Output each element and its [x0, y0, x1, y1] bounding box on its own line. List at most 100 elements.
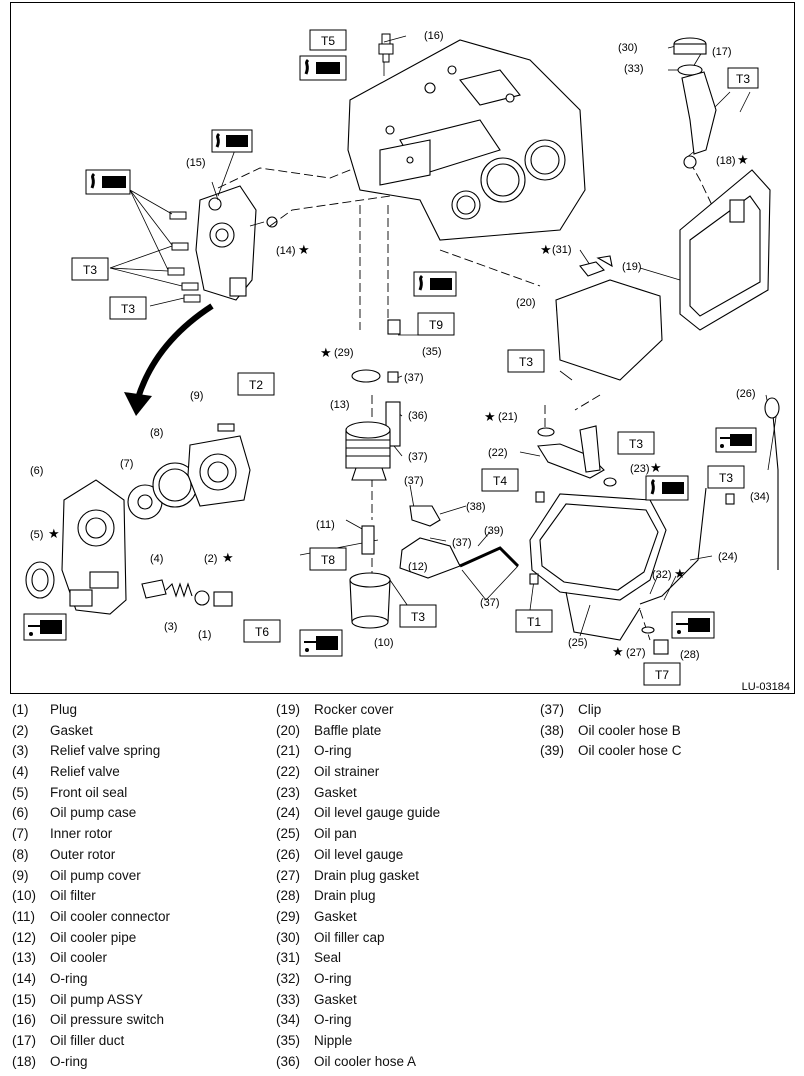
exploded-parts-diagram: T5 T3 T3 T3 T9 T3 T2 T3 T3 T4 T8 T3 T1 T…: [10, 2, 795, 694]
legend-item: (21) O-ring: [276, 741, 536, 762]
legend-item: (18)O-ring: [12, 1052, 272, 1073]
legend-part-name: Oil strainer: [314, 764, 380, 780]
callout-10: (10): [374, 637, 394, 649]
legend-part-name: Plug: [50, 702, 78, 717]
legend-item: (35)Nipple: [276, 1031, 536, 1052]
legend-part-name: Clip: [578, 702, 602, 717]
figure-code: LU-03184: [742, 681, 790, 693]
legend-part-name: O-ring: [314, 743, 352, 759]
legend-part-name: Drain plug gasket: [314, 867, 420, 883]
legend-part-name: Gasket: [50, 722, 93, 738]
callout-6: (6): [30, 465, 43, 477]
legend-part-name: Oil level gauge: [314, 846, 404, 862]
callout-36: (36): [408, 410, 428, 422]
legend-number: (27): [276, 867, 301, 883]
legend-number: (6): [12, 805, 29, 821]
torque-label-t3: T3: [121, 302, 135, 316]
legend-part-name: Oil cooler hose C: [578, 743, 682, 759]
oil-can-icon: [299, 629, 343, 657]
torque-label-t3: T3: [411, 610, 425, 624]
legend-item: (17)Oil filler duct: [12, 1031, 272, 1052]
legend-item: (4)Relief valve: [12, 762, 272, 783]
callout-4: (4): [150, 553, 163, 565]
torque-label-t3: T3: [519, 355, 533, 369]
legend-number: (10): [12, 888, 37, 904]
baffle-plate: [555, 255, 663, 381]
view-arrow: [124, 303, 214, 416]
legend-number: (21): [276, 743, 301, 759]
torque-box-t1: T1: [515, 609, 553, 633]
torque-box-t3-f: T3: [707, 465, 745, 489]
torque-box-t3-a: T3: [727, 67, 759, 89]
legend-number: (37): [540, 702, 565, 717]
callout-32: (32): [652, 569, 672, 581]
legend-number: (38): [540, 722, 565, 738]
torque-label-t8: T8: [321, 553, 335, 567]
torque-label-t1: T1: [527, 615, 541, 629]
legend-number: (2): [12, 722, 29, 738]
legend-item: (24) Oil level gauge guide: [276, 803, 536, 824]
legend-part-name: Relief valve: [50, 764, 120, 780]
legend-item: (33)Gasket: [276, 990, 536, 1011]
star-icon: ★: [674, 566, 686, 581]
legend-number: (16): [12, 1012, 37, 1028]
legend-item: (38)Oil cooler hose B: [540, 721, 800, 742]
oil-cooler-stack: [345, 319, 520, 629]
star-icon: ★: [650, 460, 662, 475]
torque-label-t7: T7: [655, 668, 669, 682]
oil-can-icon: [23, 613, 67, 641]
rocker-cover: [679, 169, 771, 331]
callout-19: (19): [622, 261, 642, 273]
sealant-icon: [299, 55, 347, 81]
torque-box-t9: T9: [417, 312, 455, 336]
callout-37d: (37): [452, 537, 472, 549]
callout-labels: (16) (30) (17) (33) (18) (15) (14) (31) …: [30, 30, 770, 661]
legend-number: (1): [12, 702, 29, 717]
legend-item: (10)Oil filter: [12, 886, 272, 907]
star-icon: ★: [298, 242, 310, 257]
legend-item: (29)Gasket: [276, 907, 536, 928]
callout-1: (1): [198, 629, 211, 641]
diagram-frame: [10, 2, 795, 694]
callout-37c: (37): [404, 475, 424, 487]
legend-item: (9)Oil pump cover: [12, 866, 272, 887]
torque-box-t6: T6: [243, 619, 281, 643]
callout-14: (14): [276, 245, 296, 257]
legend-number: (35): [276, 1033, 301, 1048]
legend-part-name: Oil cooler hose A: [314, 1053, 417, 1069]
callout-37e: (37): [480, 597, 500, 609]
legend-part-name: Oil pump case: [50, 805, 137, 821]
legend-number: (3): [12, 743, 29, 759]
sealant-icon: [413, 271, 457, 297]
callout-12: (12): [408, 561, 428, 573]
legend-number: (24): [276, 805, 301, 821]
legend-number: (30): [276, 929, 301, 945]
legend-item: (11)Oil cooler connector: [12, 907, 272, 928]
callout-39: (39): [484, 525, 504, 537]
legend-part-name: Outer rotor: [50, 846, 116, 862]
oil-pump-exploded: [25, 423, 251, 615]
torque-label-t3: T3: [719, 471, 733, 485]
torque-box-t3-g: T3: [399, 604, 437, 628]
legend-number: (18): [12, 1053, 37, 1069]
legend-part-name: Drain plug: [314, 888, 376, 904]
callout-23: (23): [630, 463, 650, 475]
torque-box-t7: T7: [643, 662, 681, 686]
legend-item: (26)Oil level gauge: [276, 845, 536, 866]
legend-part-name: Oil pan: [314, 826, 357, 842]
legend-number: (9): [12, 867, 29, 883]
legend-item: (22)Oil strainer: [276, 762, 536, 783]
legend-item: (12)Oil cooler pipe: [12, 928, 272, 949]
star-icon: ★: [222, 550, 234, 565]
callout-15: (15): [186, 157, 206, 169]
callout-17: (17): [712, 46, 732, 58]
legend-item: (27) Drain plug gasket: [276, 866, 536, 887]
assembly-lines: [217, 149, 721, 641]
legend-part-name: Oil level gauge guide: [314, 805, 441, 821]
legend-part-name: Oil pump ASSY: [50, 991, 144, 1007]
star-icon: ★: [540, 242, 552, 257]
torque-spec-boxes: T5 T3 T3 T3 T9 T3 T2 T3 T3 T4 T8 T3 T1 T…: [71, 29, 759, 686]
torque-box-t2: T2: [237, 372, 275, 396]
legend-item: (28)Drain plug: [276, 886, 536, 907]
engine-block: [347, 39, 586, 241]
